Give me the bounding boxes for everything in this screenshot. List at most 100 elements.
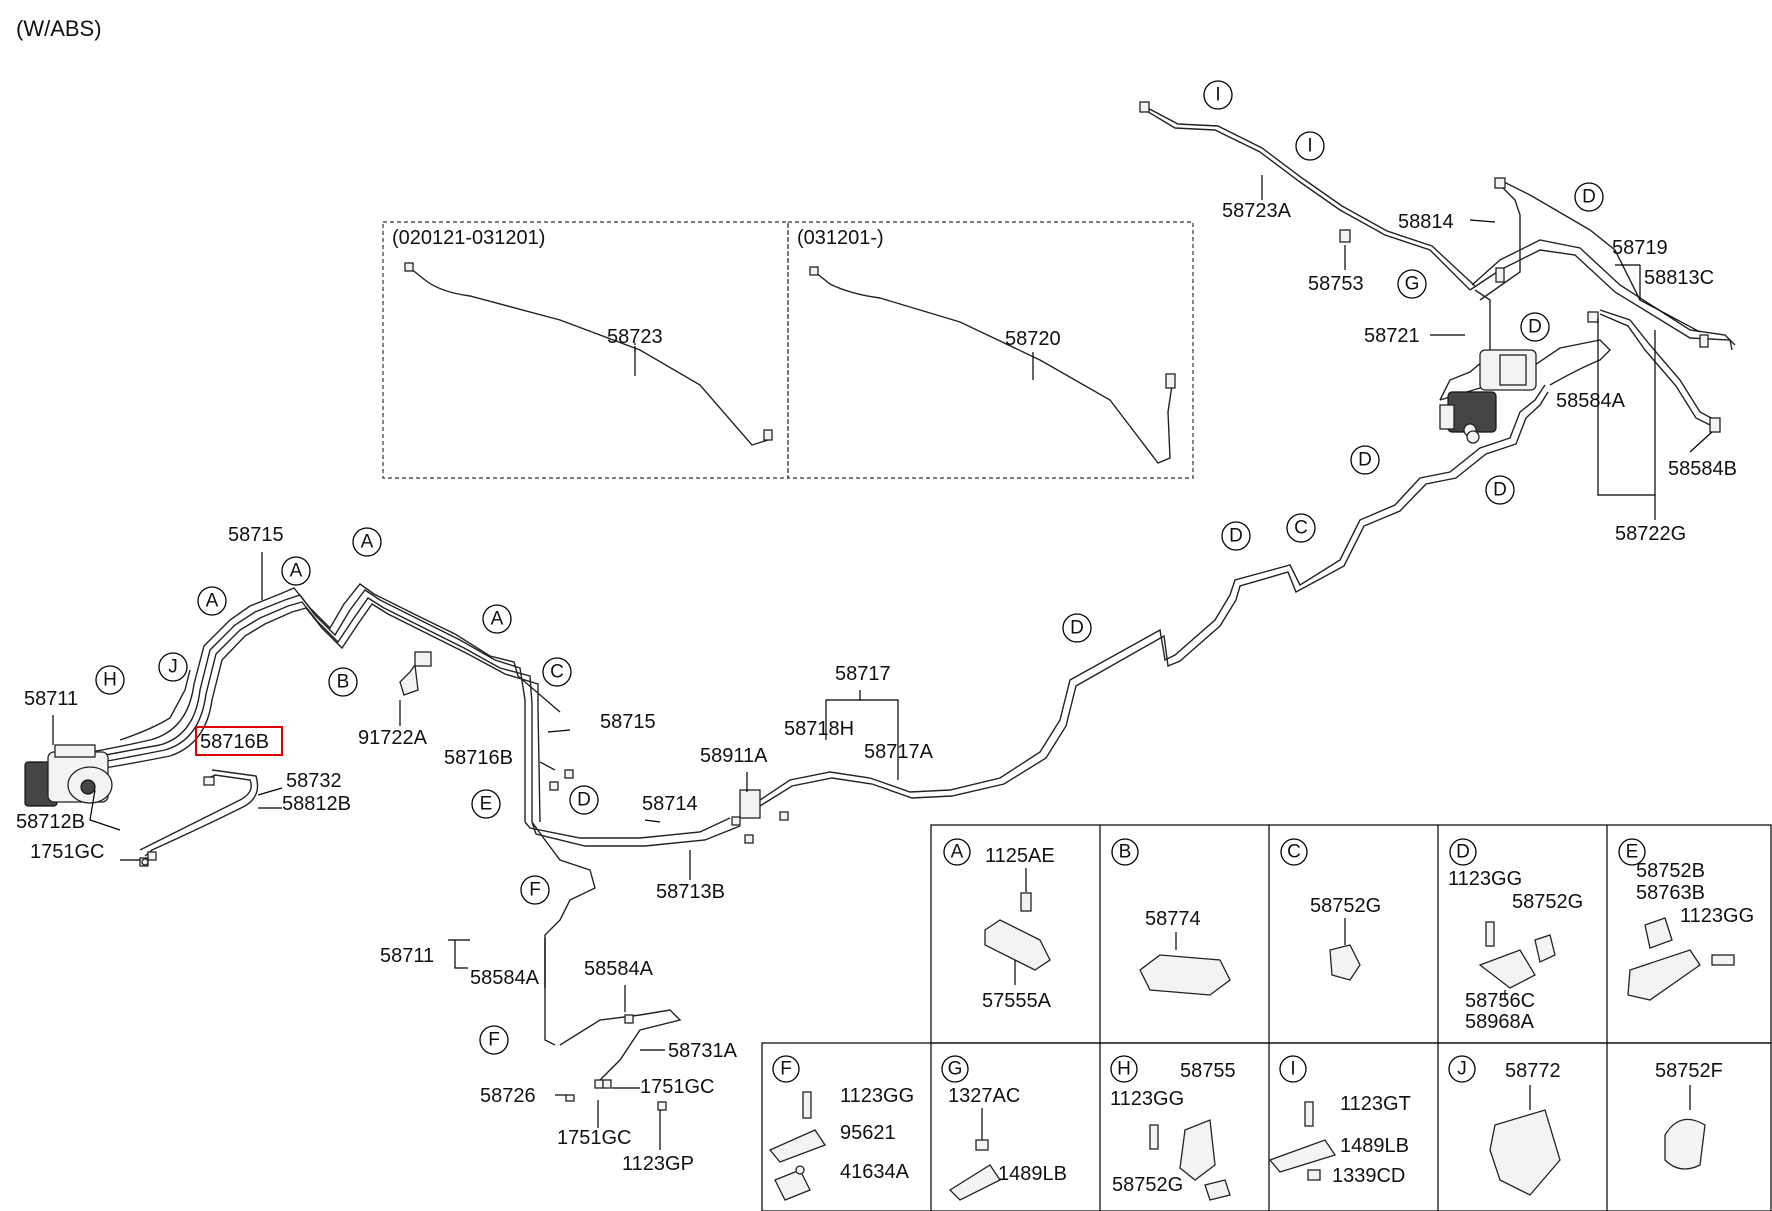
variant-left-range: (020121-031201) xyxy=(392,227,545,249)
variant-insets: (020121-031201) (031201-) 58723 58720 xyxy=(382,221,1194,479)
label-58584B-right: 58584B xyxy=(1668,458,1737,480)
clip-58753 xyxy=(1339,229,1351,243)
variant-right-range: (031201-) xyxy=(797,227,884,249)
label-58716B-mid: 58716B xyxy=(444,747,513,769)
legend-C-part-1: 58752G xyxy=(1310,895,1381,917)
callout-F-2: F xyxy=(488,1030,500,1051)
legend-J-part-1: 58772 xyxy=(1505,1060,1561,1082)
legend-D-part-4: 58968A xyxy=(1465,1011,1535,1033)
label-58723A: 58723A xyxy=(1222,200,1292,222)
legend-letter-G: G xyxy=(948,1059,963,1080)
label-58726: 58726 xyxy=(480,1085,536,1107)
pipe-58723 xyxy=(409,267,769,446)
legend-letter-I: I xyxy=(1290,1059,1295,1080)
legend-D-part-3: 58756C xyxy=(1465,990,1535,1012)
label-58717: 58717 xyxy=(835,663,891,685)
legend-D-part-2: 58752G xyxy=(1512,891,1583,913)
legend-E-part-1: 58752B xyxy=(1636,860,1705,882)
legend-K-part-1: 58752F xyxy=(1655,1060,1723,1082)
fitting-58720-a xyxy=(809,266,819,276)
legend-cell-J: J 58772 xyxy=(1448,1055,1561,1196)
legend-table: A 1125AE 57555A B 58774 C 58752G D 1123G… xyxy=(761,824,1772,1211)
label-58723: 58723 xyxy=(607,326,663,348)
label-1123GP: 1123GP xyxy=(622,1153,694,1175)
legend-cell-K: 58752F xyxy=(1655,1060,1723,1170)
legend-cell-C: C 58752G xyxy=(1280,838,1381,981)
diagram-title: (W/ABS) xyxy=(16,16,102,41)
highlight-58716B xyxy=(195,726,283,756)
label-58715-top: 58715 xyxy=(228,524,284,546)
legend-H-part-3: 58752G xyxy=(1112,1174,1183,1196)
callout-A-3: A xyxy=(361,532,374,553)
callout-D-3: D xyxy=(1229,526,1243,547)
callout-G: G xyxy=(1405,274,1420,295)
label-58732: 58732 xyxy=(286,770,342,792)
label-58753: 58753 xyxy=(1308,273,1364,295)
abs-module xyxy=(24,744,113,807)
callout-I-2: I xyxy=(1307,136,1312,157)
legend-letter-F: F xyxy=(780,1059,792,1080)
legend-A-part-2: 57555A xyxy=(982,990,1052,1012)
variant-box-left xyxy=(382,221,789,479)
fittings xyxy=(139,101,1721,1111)
label-58720: 58720 xyxy=(1005,328,1061,350)
legend-D-part-1: 1123GG xyxy=(1448,868,1522,890)
label-58911A: 58911A xyxy=(700,745,768,767)
fitting-58720-b xyxy=(1165,373,1176,389)
callouts: A A A A B C C D D D D D D D E F F G H I … xyxy=(95,80,1604,1055)
callout-E: E xyxy=(480,794,493,815)
label-58718H: 58718H xyxy=(784,718,854,740)
legend-I-part-1: 1123GT xyxy=(1340,1093,1411,1115)
label-58584A-right: 58584A xyxy=(1556,390,1626,412)
callout-C-1: C xyxy=(550,662,564,683)
legend-E-part-2: 58763B xyxy=(1636,882,1705,904)
legend-cell-A: A 1125AE 57555A xyxy=(943,838,1055,1012)
callout-D-6: D xyxy=(1528,317,1542,338)
legend-cell-I: I 1123GT 1489LB 1339CD xyxy=(1268,1055,1411,1187)
legend-cell-E: E 58752B 58763B 1123GG xyxy=(1618,838,1754,1001)
label-58716B-highlight: 58716B xyxy=(200,731,269,753)
label-58813C: 58813C xyxy=(1644,267,1714,289)
legend-cell-B: B 58774 xyxy=(1111,838,1231,996)
legend-H-part-2: 1123GG xyxy=(1110,1088,1184,1110)
callout-A-4: A xyxy=(491,609,504,630)
callout-A-2: A xyxy=(290,561,303,582)
fitting-58723-b xyxy=(763,429,773,441)
legend-I-part-2: 1489LB xyxy=(1340,1135,1409,1157)
legend-letter-E: E xyxy=(1626,842,1639,863)
legend-letter-J: J xyxy=(1457,1059,1467,1080)
main-pipes xyxy=(79,103,1736,1081)
legend-cell-H: H 58755 1123GG 58752G xyxy=(1110,1055,1236,1201)
callout-D-5: D xyxy=(1493,480,1507,501)
legend-H-part-1: 58755 xyxy=(1180,1060,1236,1082)
legend-letter-C: C xyxy=(1287,842,1301,863)
legend-I-part-3: 1339CD xyxy=(1332,1165,1405,1187)
legend-cell-G: G 1327AC 1489LB xyxy=(941,1055,1067,1201)
callout-D-2: D xyxy=(1070,618,1084,639)
callout-D-1: D xyxy=(577,790,591,811)
label-1751GC-left: 1751GC xyxy=(30,841,105,863)
legend-G-part-2: 1489LB xyxy=(998,1163,1067,1185)
callout-F-1: F xyxy=(529,880,541,901)
label-58731A: 58731A xyxy=(668,1040,738,1062)
legend-cell-D: D 1123GG 58752G 58756C 58968A xyxy=(1448,838,1583,1033)
label-58814: 58814 xyxy=(1398,211,1454,233)
callout-I-1: I xyxy=(1215,85,1220,106)
label-58715-mid: 58715 xyxy=(600,711,656,733)
legend-G-part-1: 1327AC xyxy=(948,1085,1020,1107)
label-58711-bottom: 58711 xyxy=(380,945,434,967)
label-58711-left: 58711 xyxy=(24,688,78,710)
part-labels: 58715 58711 58716B 58732 58812B 58712B 1… xyxy=(16,200,1737,1175)
label-91722A: 91722A xyxy=(358,727,428,749)
label-58714: 58714 xyxy=(642,793,698,815)
label-1751GC-bottom-2: 1751GC xyxy=(557,1127,632,1149)
label-58812B: 58812B xyxy=(282,793,351,815)
bracket-58911A xyxy=(739,789,761,819)
legend-letter-A: A xyxy=(951,842,964,863)
label-58721: 58721 xyxy=(1364,325,1420,347)
callout-A-1: A xyxy=(206,591,219,612)
label-58717A: 58717A xyxy=(864,741,934,763)
label-58713B: 58713B xyxy=(656,881,725,903)
pipe-58720 xyxy=(814,271,1173,464)
legend-letter-H: H xyxy=(1117,1059,1131,1080)
